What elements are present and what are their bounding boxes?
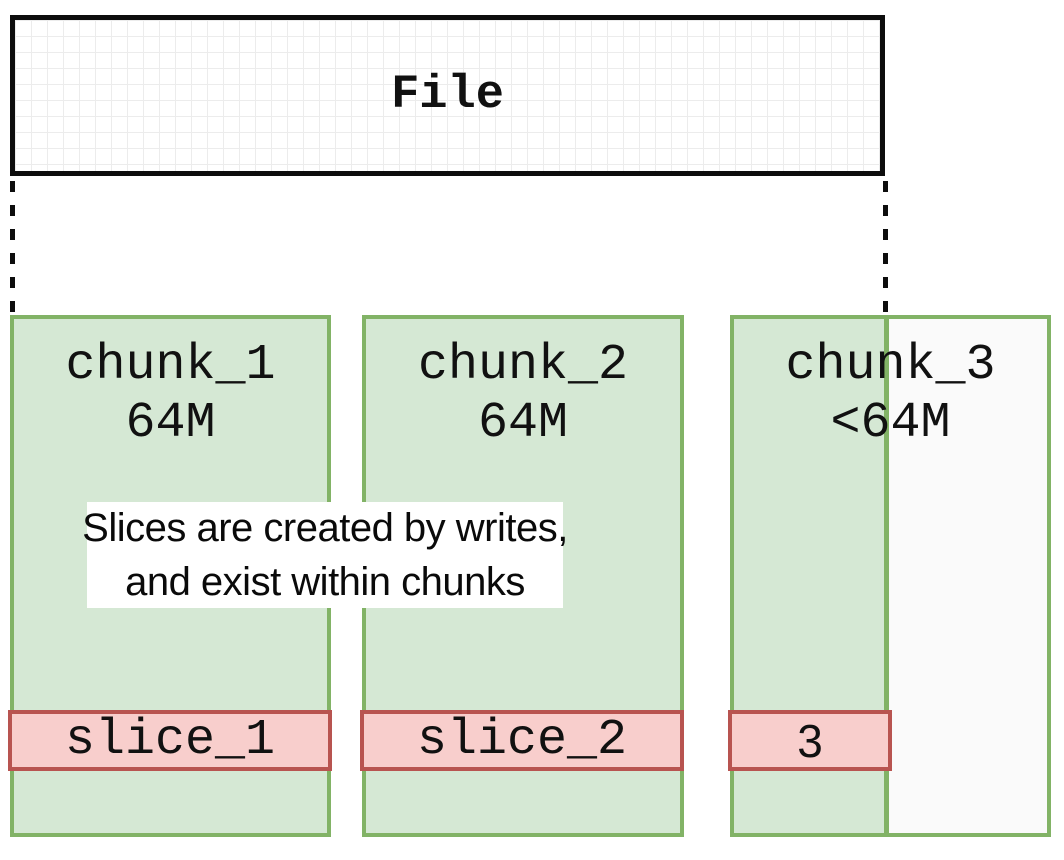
slice-2-label: slice_2 <box>416 712 628 769</box>
slice-2-box: slice_2 <box>360 710 684 771</box>
chunk-2-name: chunk_2 <box>417 337 629 394</box>
chunk-2-size: 64M <box>477 395 568 452</box>
slice-3-box: 3 <box>728 710 892 771</box>
chunk-3-end-divider <box>884 319 889 833</box>
chunk-1-name: chunk_1 <box>65 337 276 394</box>
annotation-line-1: Slices are created by writes, <box>82 506 568 550</box>
chunk-3-size: <64M <box>830 395 951 452</box>
file-box: File <box>10 15 885 176</box>
chunk-2-label: chunk_2 64M <box>366 319 680 453</box>
chunk-3-name: chunk_3 <box>785 337 996 394</box>
annotation-line-2: and exist within chunks <box>125 560 525 604</box>
file-label: File <box>391 69 504 122</box>
slice-1-box: slice_1 <box>8 710 332 771</box>
slice-1-label: slice_1 <box>64 712 276 769</box>
dashed-connector-right <box>883 181 888 313</box>
chunk-1-size: 64M <box>125 395 216 452</box>
chunk-1-label: chunk_1 64M <box>14 319 327 453</box>
dashed-connector-left <box>10 181 15 313</box>
slice-3-label: 3 <box>797 714 823 767</box>
chunk-3-label: chunk_3 <64M <box>734 319 1047 453</box>
annotation-caption: Slices are created by writes, and exist … <box>82 502 568 608</box>
